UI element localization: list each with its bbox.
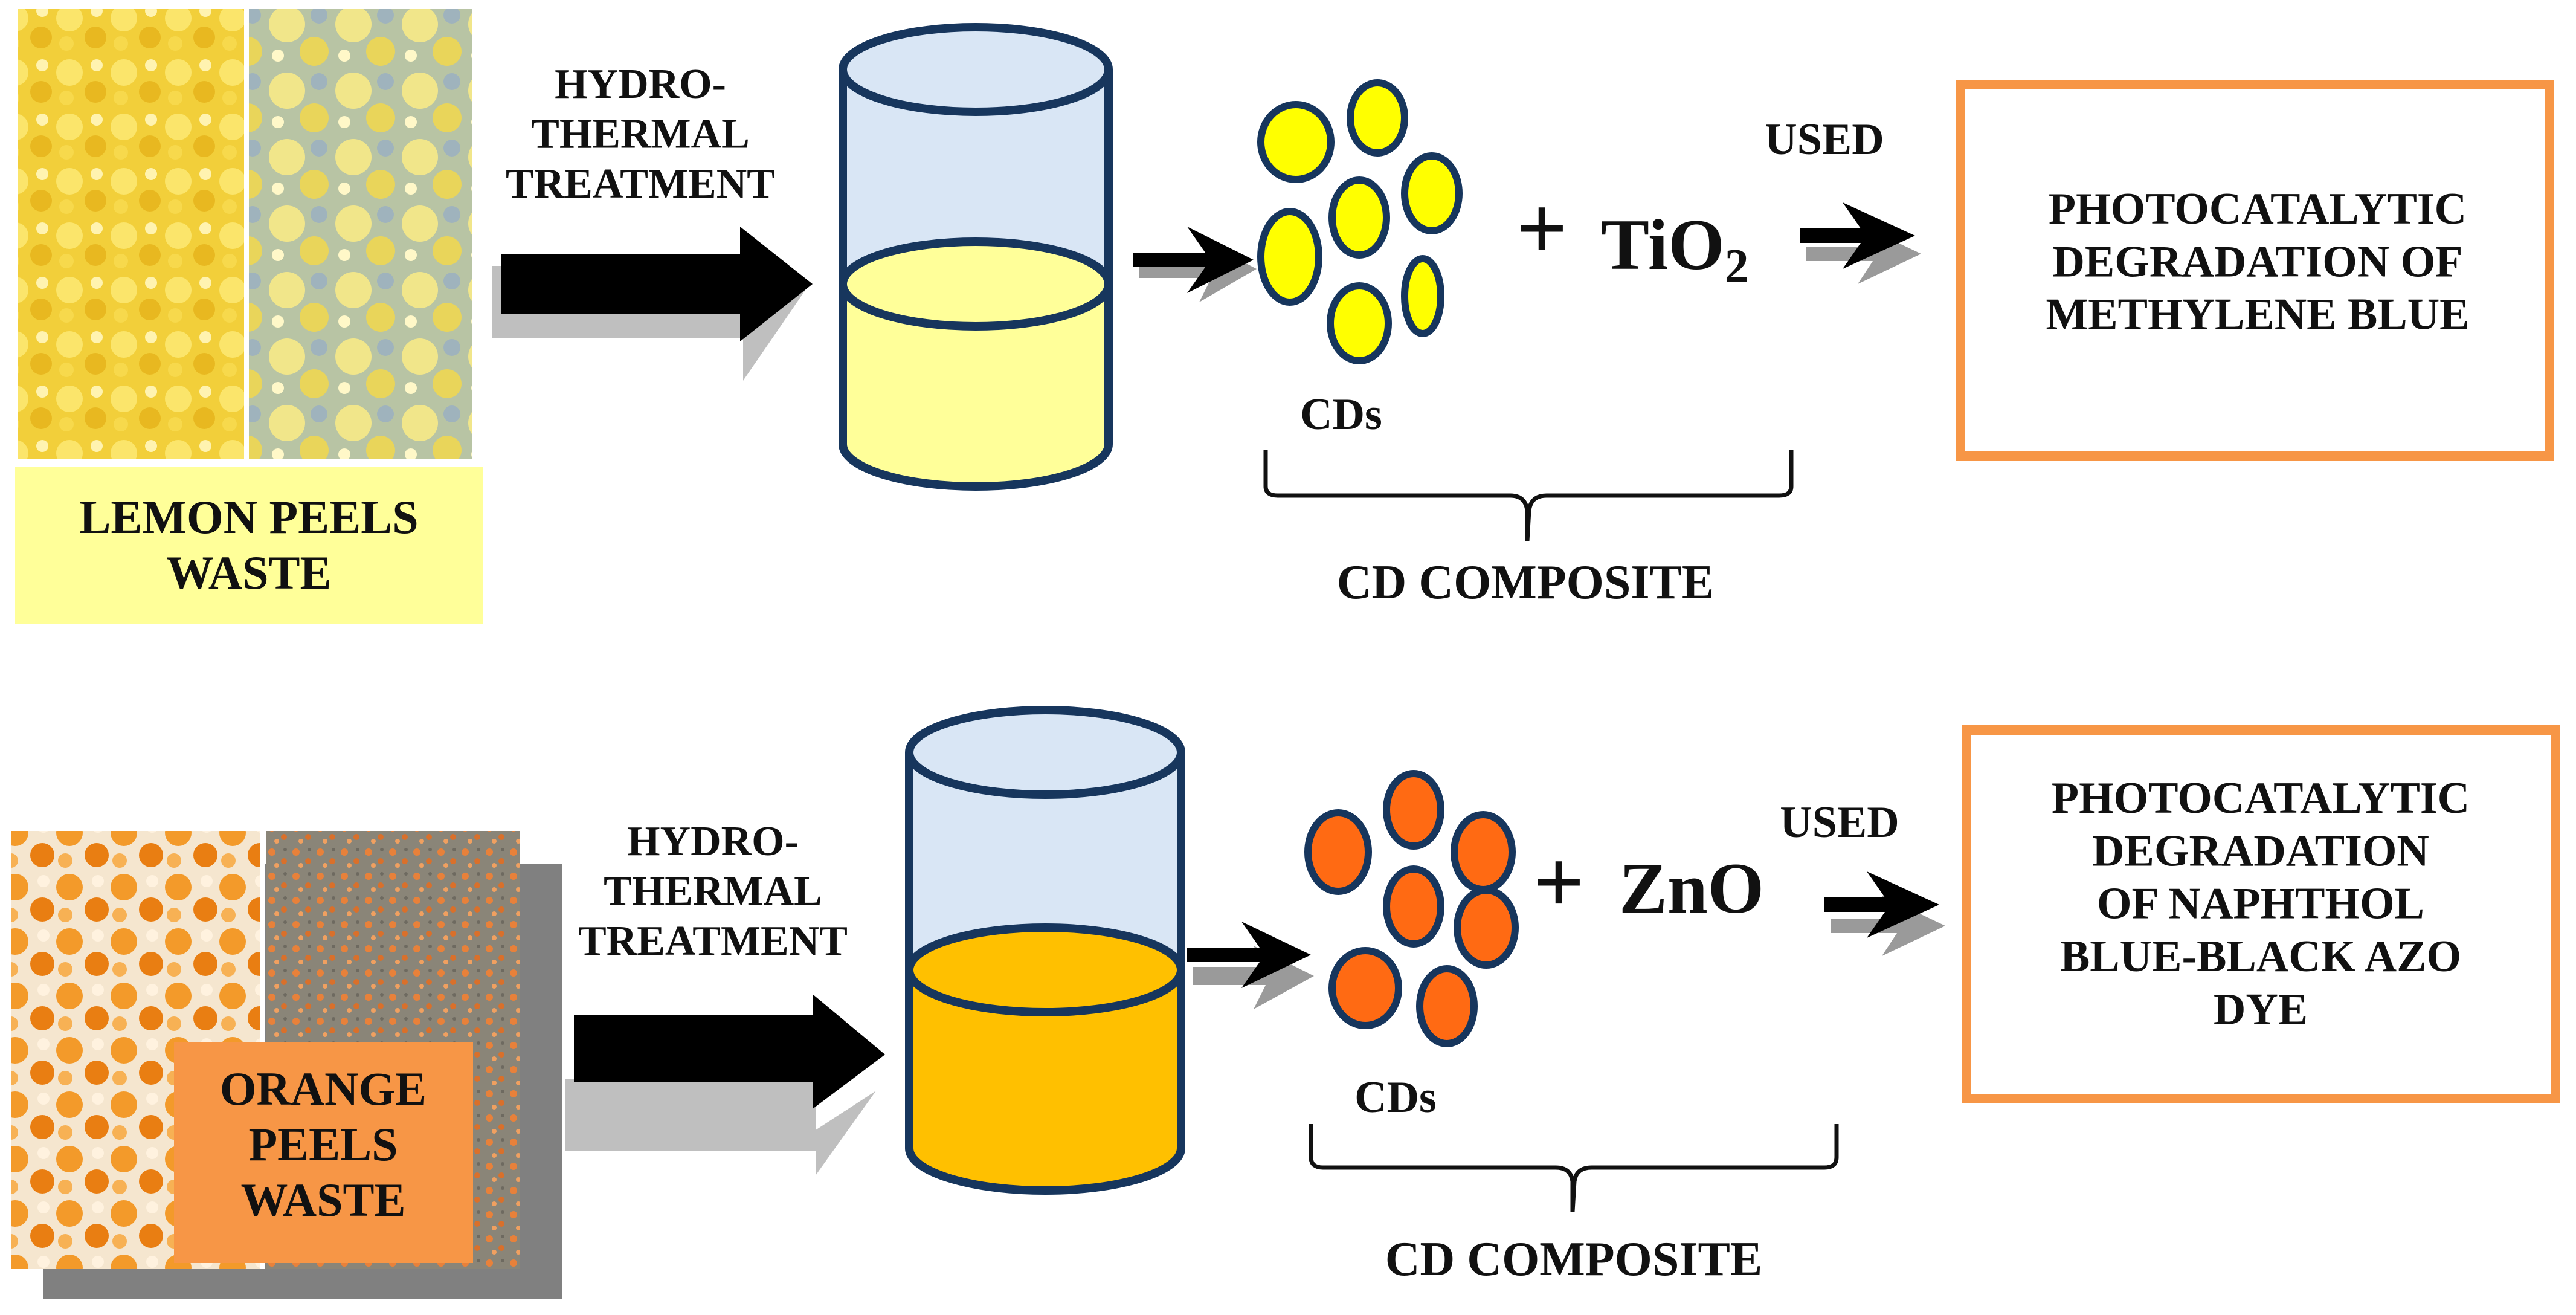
cd-dot — [1257, 101, 1335, 183]
cd-dot — [1383, 865, 1444, 948]
top-composite-label: CD COMPOSITE — [1337, 556, 1715, 609]
top-treatment-arrow — [492, 227, 813, 381]
bottom-treatment-arrow — [565, 994, 885, 1175]
cd-dot — [1347, 79, 1408, 157]
top-plus-sign: + — [1516, 178, 1567, 279]
bottom-composite-brace — [1309, 1124, 1839, 1212]
cd-dot — [1416, 965, 1478, 1047]
tio2-subscript: 2 — [1725, 240, 1749, 293]
cd-dot — [1327, 282, 1392, 364]
top-cds-label: CDs — [1300, 390, 1382, 439]
cd-dot — [1383, 770, 1444, 850]
top-arrow-to-cds — [1133, 227, 1257, 302]
bottom-partner-zno: ZnO — [1619, 848, 1764, 928]
bottom-composite-label: CD COMPOSITE — [1385, 1233, 1763, 1286]
bottom-beaker — [905, 706, 1185, 1195]
cd-dot — [1451, 811, 1516, 893]
cd-dot — [1328, 947, 1402, 1029]
cd-dot — [1401, 152, 1463, 234]
top-composite-brace — [1263, 450, 1794, 541]
tio2-base: TiO — [1601, 204, 1725, 285]
bottom-cds-label: CDs — [1354, 1073, 1437, 1122]
top-used-label: USED — [1765, 115, 1884, 164]
cd-dot — [1454, 887, 1519, 969]
cd-dot — [1401, 255, 1444, 337]
top-cds-cluster — [1257, 79, 1463, 364]
cd-dot — [1328, 176, 1390, 259]
bottom-arrow-to-cds — [1187, 922, 1314, 1009]
top-partner-tio2: TiO2 — [1601, 204, 1749, 293]
top-beaker — [839, 23, 1113, 491]
cd-dot — [1257, 208, 1322, 306]
bottom-used-arrow — [1824, 871, 1945, 956]
lemon-peels-photo — [18, 9, 472, 459]
cd-dot — [1304, 809, 1372, 895]
bottom-used-label: USED — [1780, 798, 1899, 847]
bottom-cds-cluster — [1304, 770, 1519, 1047]
bottom-plus-sign: + — [1533, 832, 1584, 932]
top-used-arrow — [1800, 202, 1921, 284]
